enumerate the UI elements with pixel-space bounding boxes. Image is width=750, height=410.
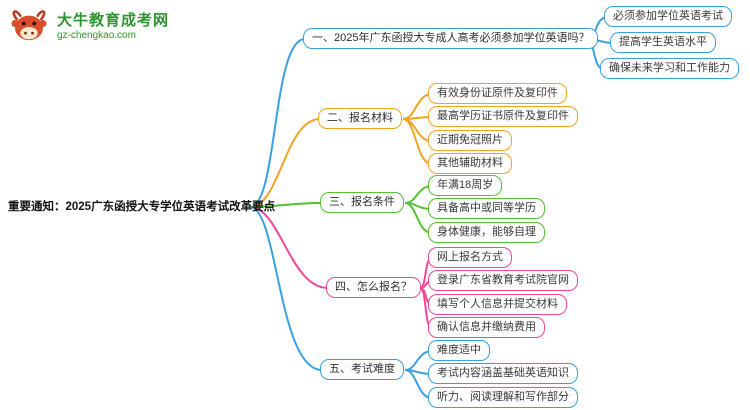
leaf-node: 有效身份证原件及复印件 (428, 83, 567, 104)
edge-root-branch3 (249, 202, 323, 208)
leaf-node: 必须参加学位英语考试 (604, 6, 732, 27)
leaf-node: 身体健康，能够自理 (428, 222, 545, 243)
leaf-node: 网上报名方式 (428, 247, 512, 268)
leaf-node: 具备高中或同等学历 (428, 198, 545, 219)
edge-root-branch4 (249, 206, 329, 289)
site-url: gz-chengkao.com (57, 30, 136, 41)
branch-node-4: 四、怎么报名？ (326, 277, 421, 298)
edge-root-branch2 (249, 118, 321, 208)
branch-node-1: 一、2025年广东函授大专成人高考必须参加学位英语吗？ (303, 28, 599, 49)
edge-root-branch5 (249, 206, 323, 371)
leaf-node: 最高学历证书原件及复印件 (428, 106, 578, 127)
cow-logo-icon (11, 10, 47, 41)
branch-node-2: 二、报名材料 (318, 108, 402, 129)
site-name: 大牛教育成考网 (57, 12, 170, 29)
leaf-node: 确保未来学习和工作能力 (600, 58, 739, 79)
leaf-node: 听力、阅读理解和写作部分 (428, 387, 578, 408)
leaf-node: 提高学生英语水平 (610, 32, 716, 53)
leaf-node: 考试内容涵盖基础英语知识 (428, 363, 578, 384)
leaf-node: 其他辅助材料 (428, 153, 512, 174)
edge-root-branch1 (249, 38, 306, 208)
site-logo: 大牛教育成考网 gz-chengkao.com (8, 6, 169, 48)
root-topic: 重要通知：2025广东函授大专学位英语考试改革要点 (8, 201, 276, 213)
leaf-node: 年满18周岁 (428, 175, 503, 196)
leaf-node: 登录广东省教育考试院官网 (428, 270, 578, 291)
leaf-node: 确认信息并缴纳费用 (428, 317, 545, 338)
logo-text: 大牛教育成考网 gz-chengkao.com (57, 12, 169, 42)
leaf-node: 难度适中 (428, 340, 490, 361)
branch-node-5: 五、考试难度 (320, 359, 404, 380)
branch-node-3: 三、报名条件 (320, 192, 404, 213)
leaf-node: 填写个人信息并提交材料 (428, 294, 567, 315)
leaf-node: 近期免冠照片 (428, 130, 512, 151)
